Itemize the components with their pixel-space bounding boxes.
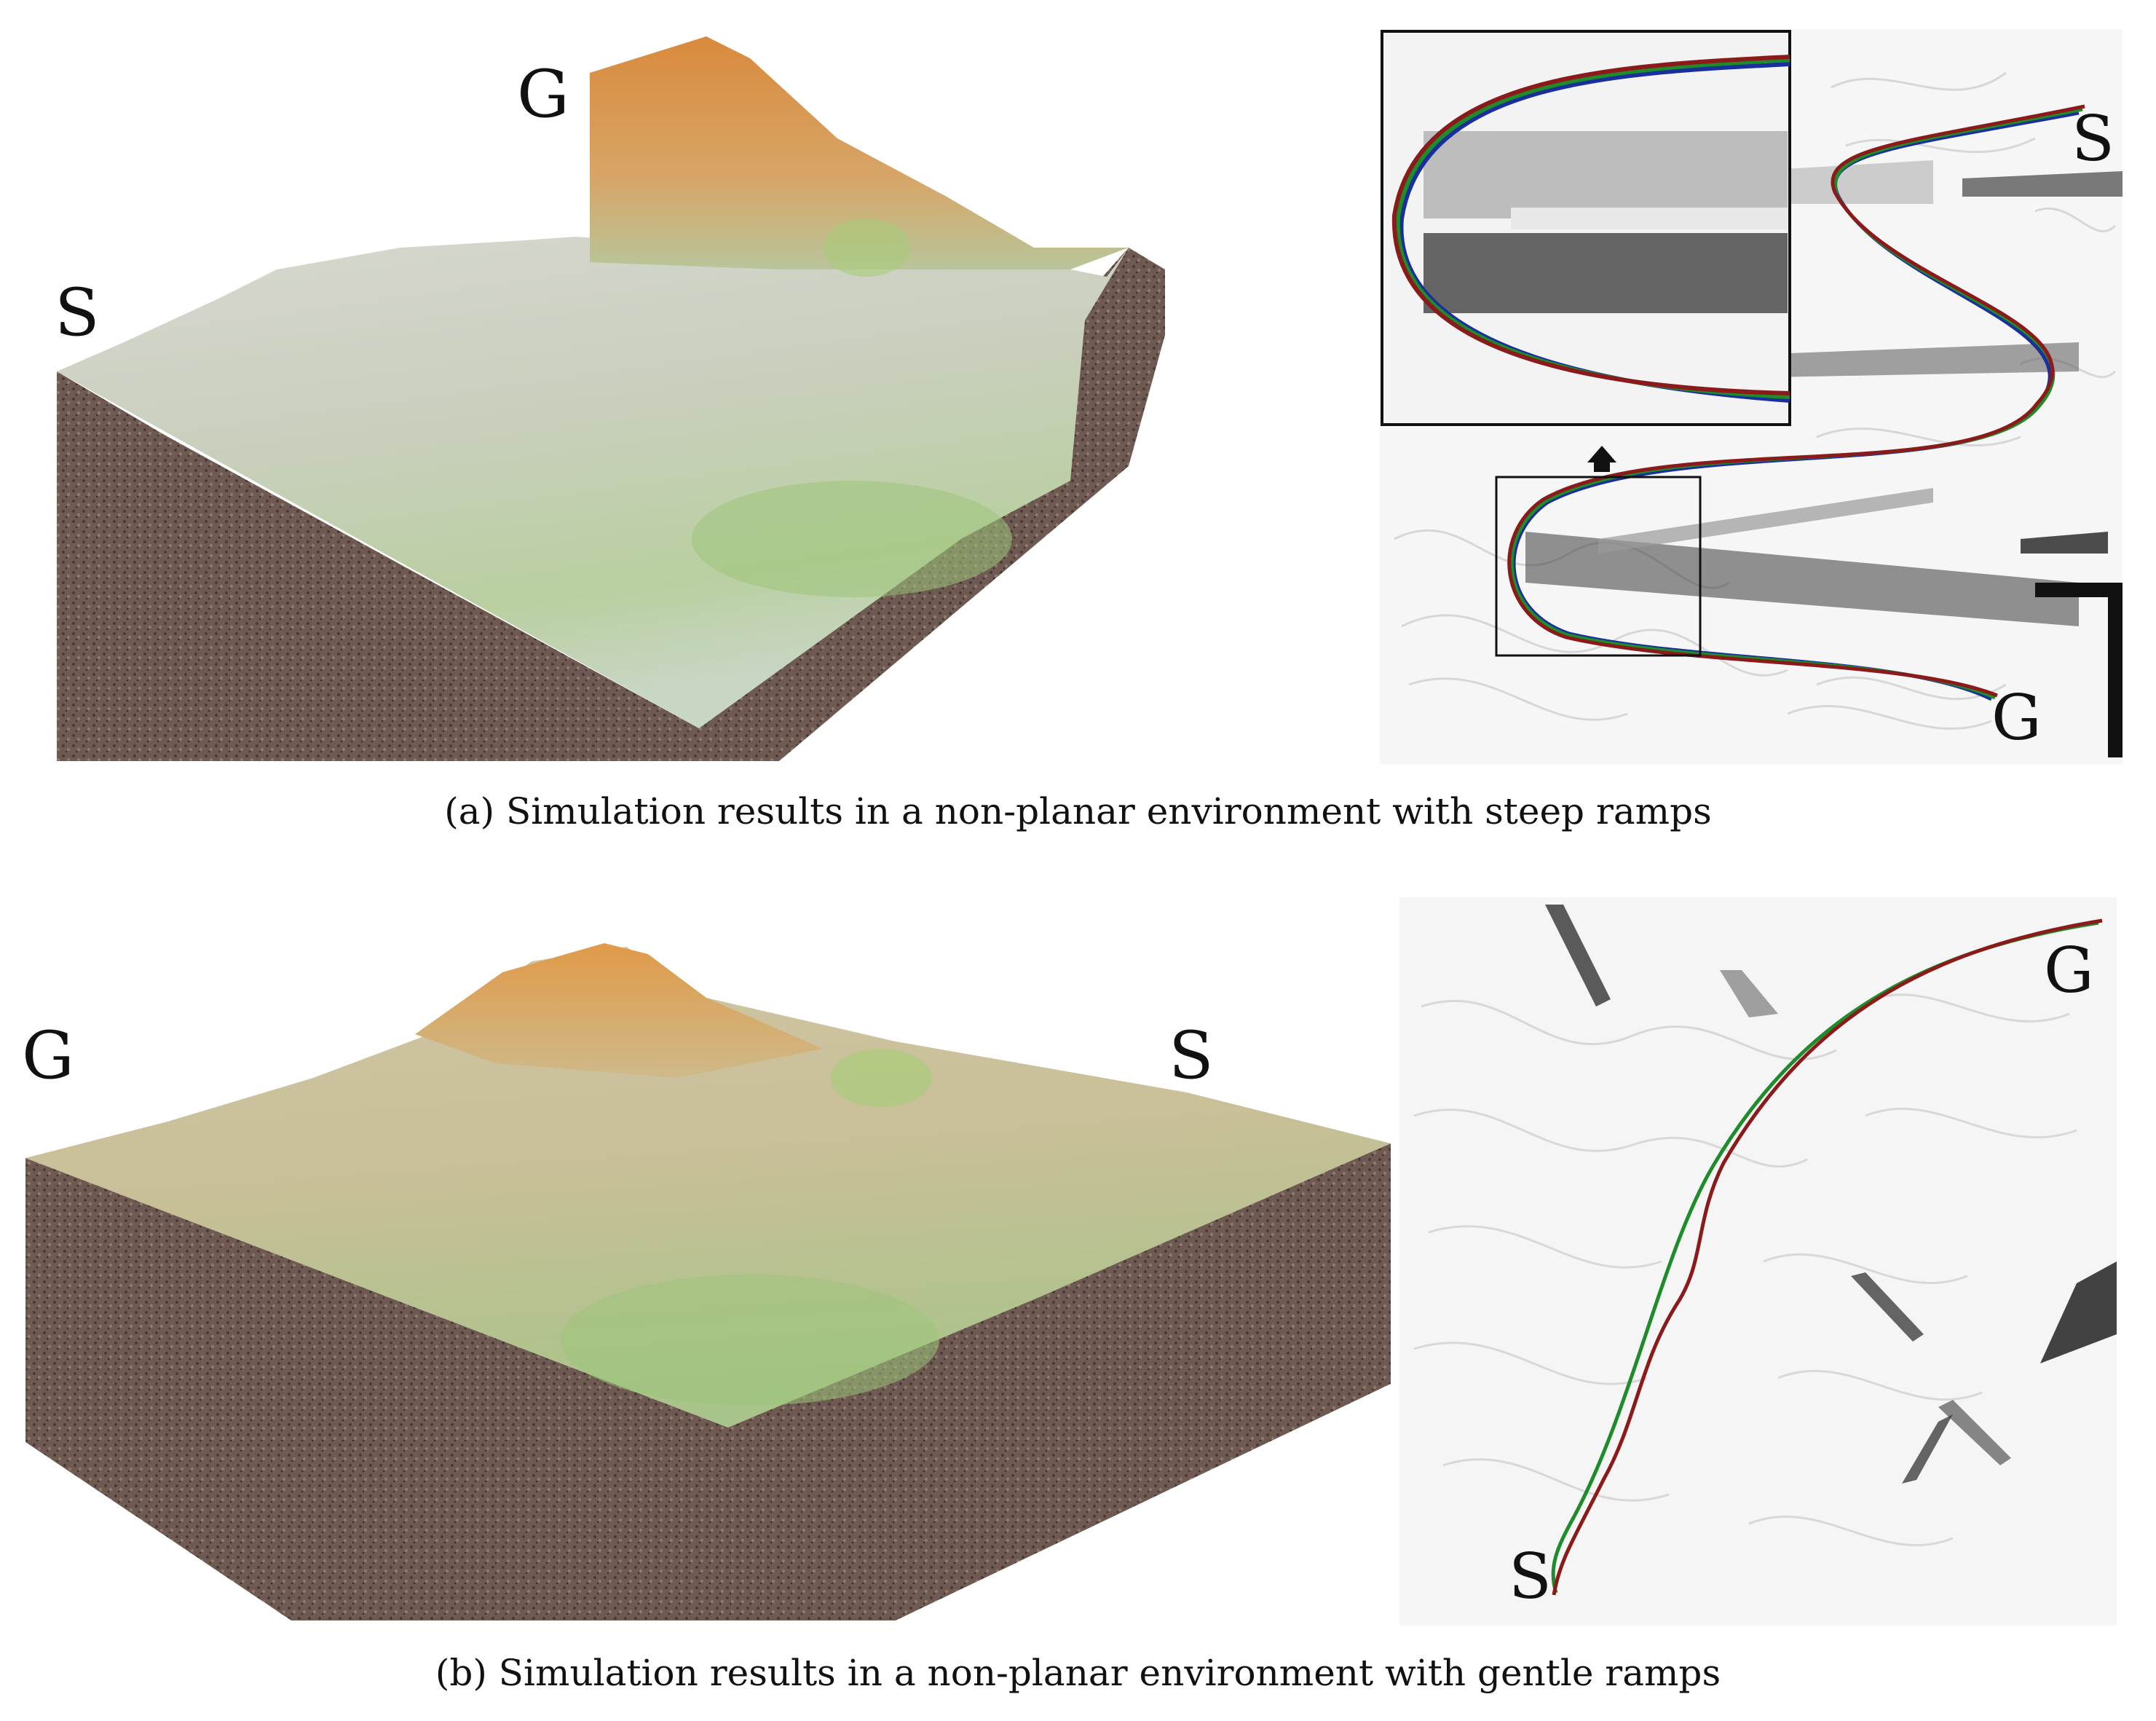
path-map-b: G S [1399, 897, 2117, 1626]
trajectory-a-red [1507, 104, 2085, 698]
zoom-inset-a [1381, 30, 1791, 426]
caption-b: (b) Simulation results in a non-planar e… [435, 1652, 1721, 1694]
map-b-goal-label: G [2044, 934, 2094, 1007]
terrain-render-a: S G [51, 29, 1216, 765]
caption-a: (a) Simulation results in a non-planar e… [444, 790, 1712, 832]
map-a-start-label: S [2072, 103, 2114, 176]
map-b-start-label: S [1509, 1540, 1552, 1613]
terrain-a-start-label: S [55, 275, 100, 351]
terrain-a-goal-label: G [517, 56, 569, 133]
terrain-render-b: G S [22, 932, 1405, 1624]
map-a-goal-label: G [1991, 682, 2042, 755]
path-map-a: S G [1380, 29, 2123, 765]
trajectory-b-red [1552, 918, 2103, 1596]
terrain-b-goal-label: G [22, 1017, 74, 1094]
terrain-b-start-label: S [1169, 1017, 1214, 1094]
